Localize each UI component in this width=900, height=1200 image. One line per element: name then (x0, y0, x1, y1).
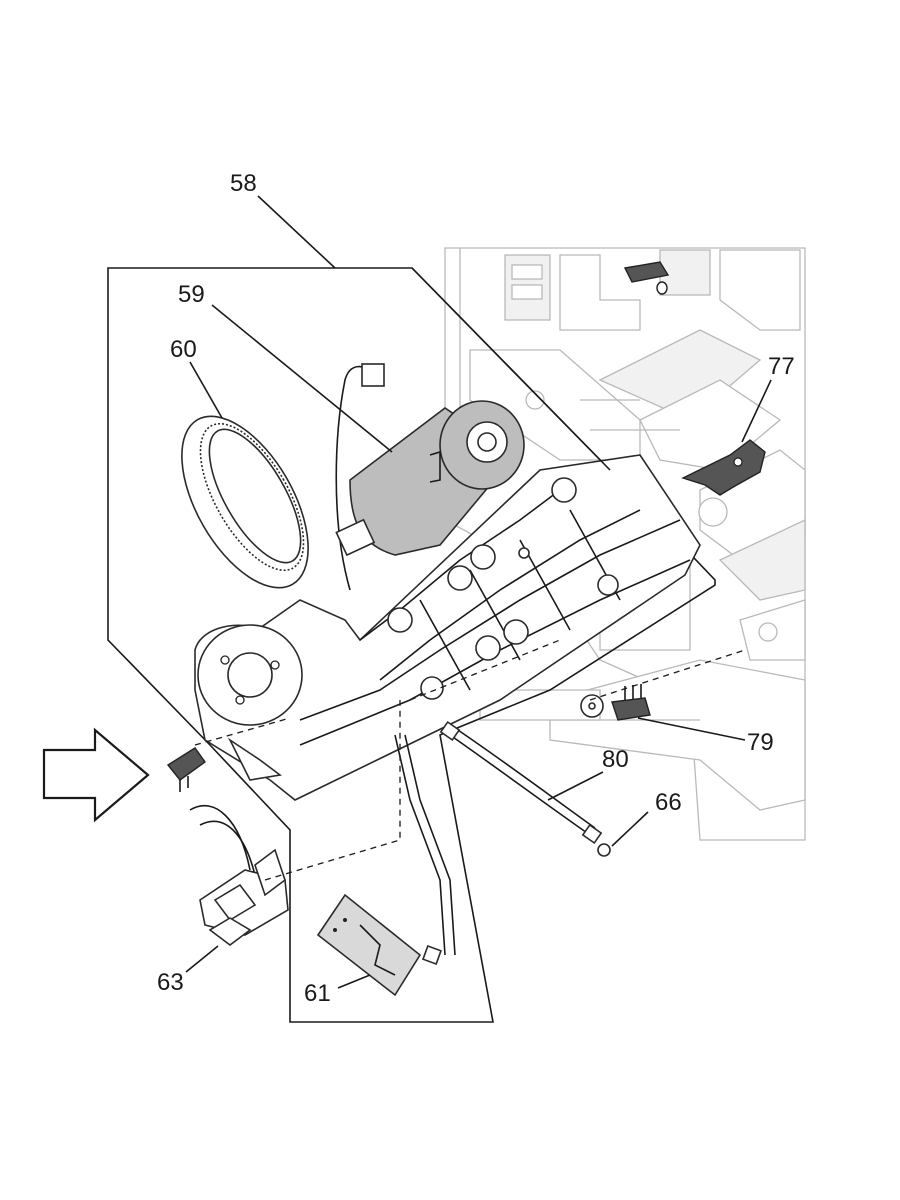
assembly-dashed-lines (194, 639, 746, 881)
circuit-board-part (316, 734, 456, 997)
sensor-bracket-part (189, 804, 289, 946)
callout-80: 80 (602, 746, 629, 773)
gear-arm-frame-part (194, 454, 701, 801)
callout-77: 77 (768, 353, 795, 380)
o-ring-part (597, 843, 611, 857)
top-clip-part (623, 261, 670, 295)
callout-60: 60 (170, 336, 197, 363)
callout-61: 61 (304, 980, 331, 1007)
callout-66: 66 (655, 789, 682, 816)
timing-belt-part (181, 415, 309, 589)
lever-clip-part (681, 439, 766, 496)
callout-63: 63 (157, 969, 184, 996)
micro-switch-part (580, 684, 651, 721)
leader-lines (185, 195, 772, 989)
pointer-arrow-icon (42, 727, 150, 823)
callout-79: 79 (747, 729, 774, 756)
small-switch-part (166, 747, 206, 792)
hose-part (439, 720, 603, 845)
motor-part (335, 363, 525, 591)
callout-59: 59 (178, 281, 205, 308)
callout-58: 58 (230, 170, 257, 197)
